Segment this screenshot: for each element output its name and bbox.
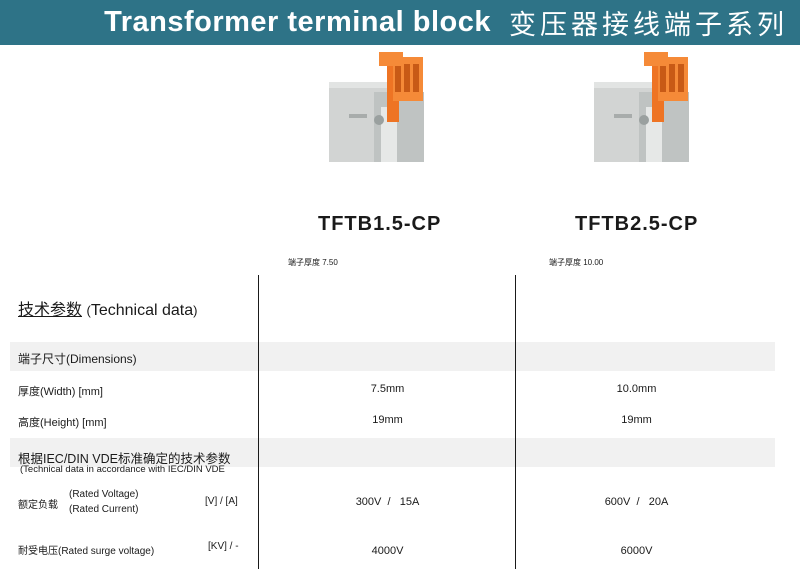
iec-row-bg bbox=[10, 438, 775, 467]
tech-title-paren-close: ) bbox=[193, 303, 198, 318]
tech-data-title: 技术参数 (Technical data) bbox=[18, 296, 197, 320]
height-value-1: 19mm bbox=[372, 414, 403, 426]
surge-value-2: 6000V bbox=[620, 545, 653, 557]
rated-value-1: 300V / 15A bbox=[355, 496, 420, 508]
rated-unit: [V] / [A] bbox=[205, 496, 238, 507]
height-value-2: 19mm bbox=[621, 414, 652, 426]
iec-subheader: (Technical data in accordance with IEC/D… bbox=[20, 464, 225, 475]
product-model-1: TFTB1.5-CP bbox=[318, 213, 442, 235]
width-label: 厚度(Width) [mm] bbox=[18, 386, 103, 398]
terminal-block-icon bbox=[594, 52, 689, 162]
dimensions-header: 端子尺寸(Dimensions) bbox=[18, 352, 137, 366]
tech-title-paren-open: ( bbox=[86, 303, 91, 318]
surge-unit: [KV] / - bbox=[208, 541, 239, 552]
rated-value-2: 600V / 20A bbox=[604, 496, 669, 508]
width-value-1: 7.5mm bbox=[370, 383, 405, 395]
page-title-zh: 变压器接线端子系列 bbox=[509, 10, 788, 40]
surge-voltage-label: 耐受电压(Rated surge voltage) bbox=[18, 546, 155, 557]
column-divider-2 bbox=[515, 275, 516, 569]
header-banner: Transformer terminal block 变压器接线端子系列 bbox=[0, 0, 800, 45]
width-value-2: 10.0mm bbox=[616, 383, 657, 395]
product-image-tftb2-5-cp bbox=[594, 52, 689, 162]
column-divider-1 bbox=[258, 275, 259, 569]
iec-header: 根据IEC/DIN VDE标准确定的技术参数 bbox=[18, 452, 231, 466]
tech-title-zh: 技术参数 bbox=[18, 302, 83, 319]
page-title-en: Transformer terminal block bbox=[104, 6, 491, 38]
product-model-2: TFTB2.5-CP bbox=[575, 213, 699, 235]
product-thickness-2: 端子厚度 10.00 bbox=[549, 258, 604, 267]
terminal-block-icon bbox=[329, 52, 424, 162]
rated-current-label: (Rated Current) bbox=[69, 504, 139, 515]
surge-value-1: 4000V bbox=[371, 545, 404, 557]
height-label: 高度(Height) [mm] bbox=[18, 417, 107, 429]
rated-voltage-label: (Rated Voltage) bbox=[69, 489, 139, 500]
product-image-tftb1-5-cp bbox=[329, 52, 424, 162]
dimensions-row-bg bbox=[10, 342, 775, 371]
product-thickness-1: 端子厚度 7.50 bbox=[288, 258, 338, 267]
rated-load-label: 额定负载 bbox=[18, 500, 58, 511]
tech-title-en: Technical data bbox=[90, 302, 194, 319]
